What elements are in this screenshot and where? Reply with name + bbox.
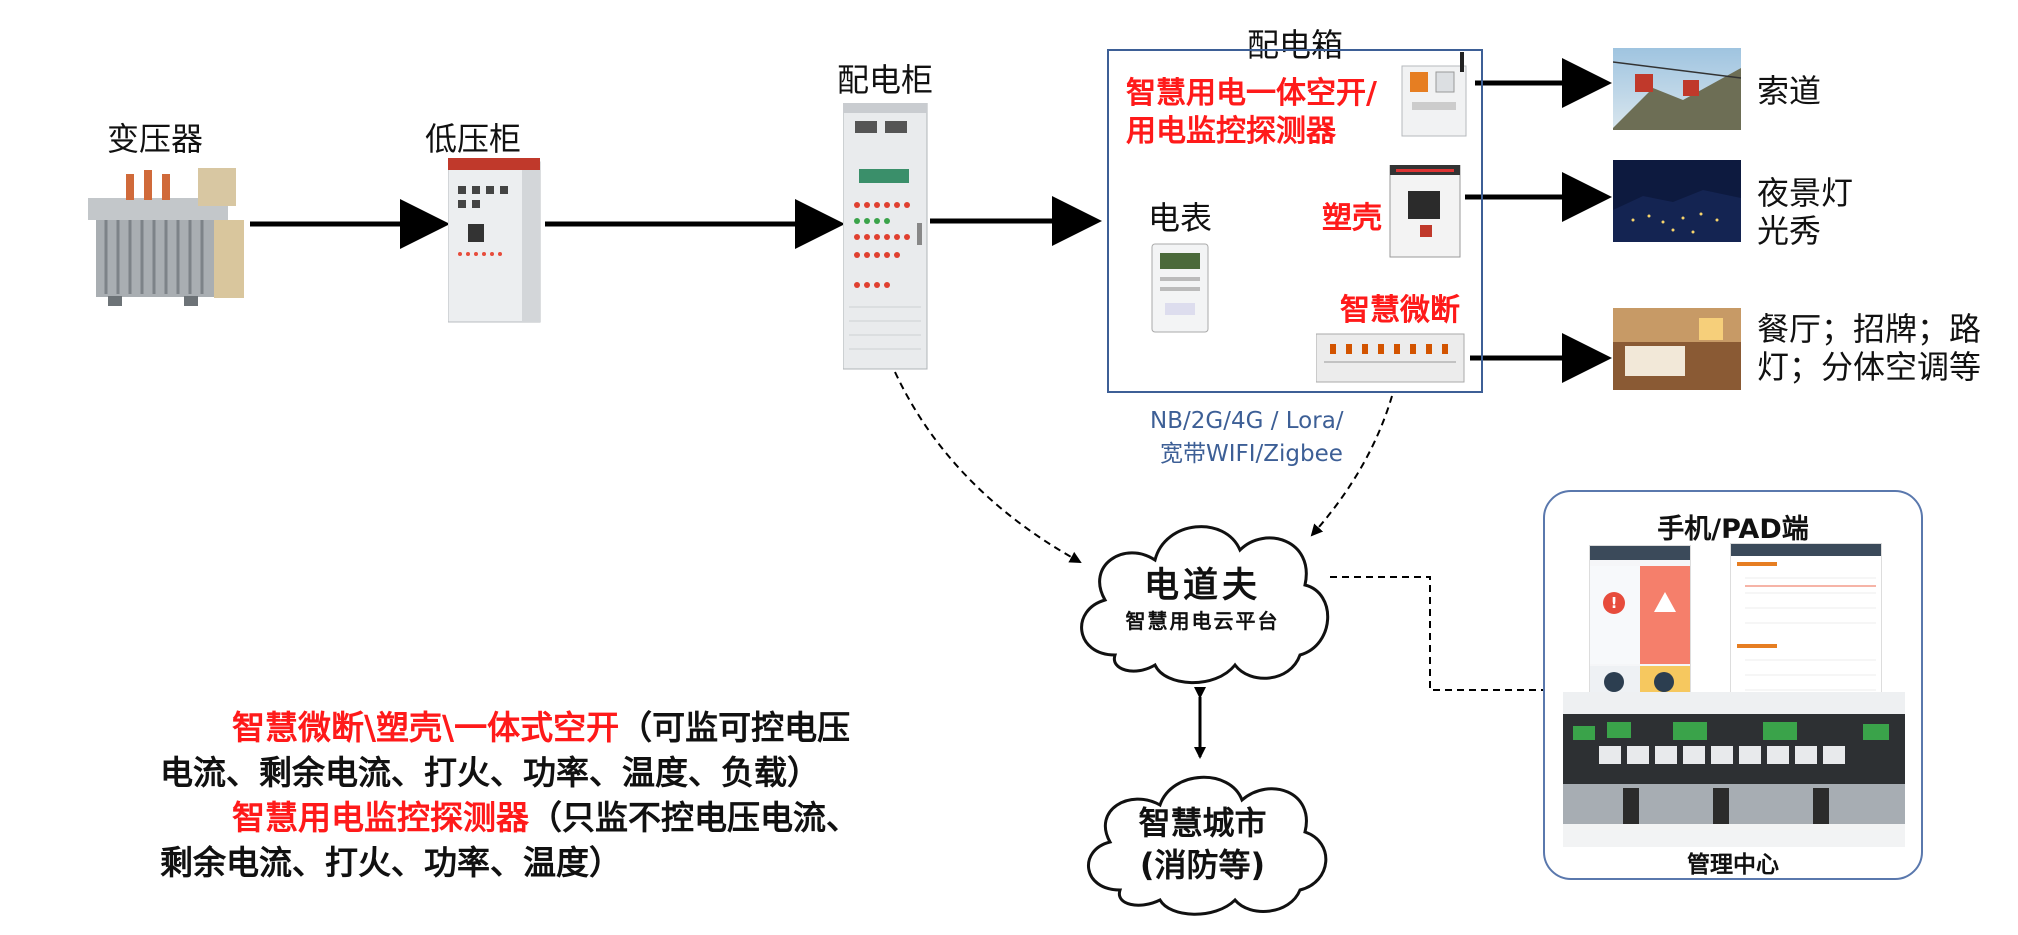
night-light-photo [1613,160,1741,242]
meter-label: 电表 [1148,199,1213,237]
note-line-3-black: （只监不控电压电流、 [529,798,859,837]
network-protocols-line1: NB/2G/4G / Lora/ [1150,408,1344,434]
platform-cloud-shape [1080,525,1330,685]
meter-image [1151,243,1209,333]
distribution-box-label: 配电箱 [1247,26,1344,64]
smart-breaker-image [1401,52,1467,137]
restaurant-label-1: 餐厅；招牌；路 [1757,310,1982,348]
restaurant-label-2: 灯；分体空调等 [1757,348,1982,386]
distribution-box-frame [1107,49,1483,393]
low-voltage-cabinet-label: 低压柜 [425,120,522,158]
smart-city-subtitle: (消防等) [1139,846,1266,884]
molded-case-label: 塑壳 [1322,201,1382,236]
night-light-label-2: 光秀 [1757,212,1822,250]
platform-cloud-title: 电道夫 [1143,566,1261,606]
dashed-link-box-to-cloud [1310,395,1393,537]
hand-icon [1654,672,1674,692]
note-line-2: 电流、剩余电流、打火、功率、温度、负载） [160,753,820,792]
waveform-icon [1604,672,1624,692]
night-light-label-1: 夜景灯 [1757,174,1854,212]
dashed-link-cloud-to-panel [1330,576,1543,691]
distribution-cabinet-image [843,103,928,370]
terminal-panel-bottom-label: 管理中心 [1687,852,1779,878]
terminal-panel-title: 手机/PAD端 [1657,514,1809,545]
smart-city-title: 智慧城市 [1138,804,1267,842]
note-line-3: 智慧用电监控探测器（只监不控电压电流、 [232,795,859,840]
note-line-4: 剩余电流、打火、功率、温度） [160,843,622,882]
warning-triangle-icon [1654,592,1676,612]
restaurant-photo [1613,308,1741,390]
network-protocols-line2: 宽带WIFI/Zigbee [1160,441,1343,467]
low-voltage-cabinet-image [448,158,541,323]
cableway-label: 索道 [1757,72,1822,110]
transformer-label: 变压器 [107,120,204,158]
cableway-photo [1613,48,1741,130]
transformer-image [88,168,244,306]
molded-case-image [1389,165,1461,258]
control-room-photo [1563,692,1905,847]
smart-city-cloud-shape [1087,775,1328,916]
dashed-link-cabinet-to-cloud [894,371,1082,563]
platform-cloud-subtitle: 智慧用电云平台 [1125,609,1280,633]
note-line-1-black: （可监可控电压 [619,708,851,747]
note-line-3-red: 智慧用电监控探测器 [232,798,529,837]
smart-micro-breaker-label: 智慧微断 [1340,293,1460,328]
smart-breaker-label-1: 智慧用电一体空开/ [1126,76,1377,111]
alert-icon: ! [1603,592,1625,614]
phone-app-screenshot: ! [1589,545,1691,707]
note-line-1: 智慧微断\塑壳\一体式空开（可监可控电压 [232,705,850,750]
tablet-app-screenshot [1730,543,1882,707]
distribution-cabinet-label: 配电柜 [837,61,934,99]
note-line-1-red: 智慧微断\塑壳\一体式空开 [232,708,620,747]
smart-breaker-label-2: 用电监控探测器 [1126,114,1336,149]
smart-micro-breaker-image [1316,333,1465,383]
